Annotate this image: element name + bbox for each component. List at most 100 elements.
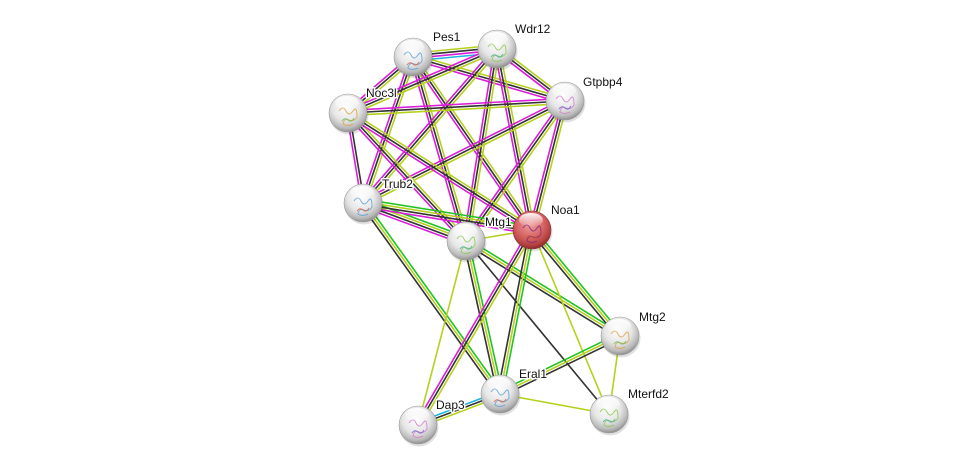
edge-line-textmining: [364, 50, 500, 206]
edge-line-neighborhood: [364, 201, 503, 393]
node-highlight: [405, 408, 429, 422]
node-highlight: [487, 377, 511, 391]
edge-mtg1-mtg2[interactable]: [464, 238, 622, 339]
edge-line-experiments: [360, 46, 496, 202]
edge-line-coexpression: [412, 56, 467, 242]
edge-line-experiments: [347, 97, 565, 112]
edge-line-coexpression: [465, 48, 498, 242]
protein-structure-icon: [459, 245, 473, 250]
edge-line-textmining: [533, 101, 569, 231]
node-highlight: [335, 96, 359, 110]
edge-wdr12-noa1[interactable]: [493, 48, 536, 231]
edge-line-coexpression: [496, 48, 533, 231]
protein-structure-icon: [411, 429, 425, 434]
edge-line-neighborhood: [533, 227, 623, 335]
edge-wdr12-trub2[interactable]: [360, 46, 500, 206]
edge-pes1-noa1[interactable]: [410, 55, 535, 232]
edge-line-coexpression: [496, 229, 531, 394]
protein-structure-icon: [490, 53, 504, 58]
protein-structure-icon: [522, 224, 542, 243]
edge-line-experiments: [409, 57, 465, 242]
edge-mtg1-dap3[interactable]: [417, 240, 467, 426]
node-highlight: [400, 40, 424, 54]
edge-trub2-eral1[interactable]: [360, 201, 503, 396]
edge-gtpbp4-trub2[interactable]: [361, 97, 567, 207]
edge-line-experiments: [415, 228, 531, 425]
node-label-halo: Dap3: [436, 398, 465, 412]
edge-line-experiments: [362, 206, 532, 235]
edge-pes1-trub2[interactable]: [359, 55, 417, 205]
edge-line-textmining: [414, 56, 470, 241]
edge-gtpbp4-noc3l[interactable]: [347, 97, 566, 117]
edge-line-experiments: [410, 58, 531, 232]
node-label: Gtpbp4: [583, 75, 623, 89]
protein-structure-icon: [490, 388, 510, 407]
edge-line-textmining: [499, 335, 621, 395]
protein-structure-icon: [487, 43, 507, 62]
edge-line-coexpression: [529, 231, 619, 339]
edge-line-coexpression: [531, 100, 566, 231]
edge-line-textmining: [363, 200, 533, 230]
edge-noc3l-noa1[interactable]: [346, 110, 534, 233]
edge-eral1-mtg2[interactable]: [498, 332, 622, 398]
edge-noa1-mtg2[interactable]: [529, 227, 623, 339]
edge-pes1-mtg1[interactable]: [409, 56, 470, 242]
edge-line-textmining: [364, 57, 417, 205]
protein-structure-icon: [525, 234, 539, 239]
edge-line-textmining: [417, 240, 467, 426]
edge-line-coexpression: [464, 242, 620, 339]
edge-line-coexpression: [362, 100, 566, 204]
edge-line-coexpression: [417, 229, 533, 426]
node-label: Mterfd2: [628, 387, 669, 401]
node-highlight: [552, 84, 576, 98]
protein-structure-icon: [338, 107, 358, 126]
node-highlight: [607, 319, 631, 333]
node-label: Dap3: [436, 398, 465, 412]
edge-gtpbp4-noa1[interactable]: [528, 100, 569, 231]
edge-line-textmining: [414, 55, 535, 229]
protein-structure-icon: [406, 61, 420, 66]
node-label: Mtg1: [485, 215, 512, 229]
edge-mtg1-mterfd2[interactable]: [465, 240, 610, 415]
node-highlight: [453, 224, 477, 238]
protein-structure-icon: [408, 419, 428, 438]
edge-line-neighborhood: [466, 238, 622, 335]
node-label: Wdr12: [515, 22, 551, 36]
edge-noa1-dap3[interactable]: [415, 228, 535, 427]
protein-structure-icon: [558, 105, 572, 110]
edge-line-experiments: [528, 100, 564, 230]
protein-structure-icon: [613, 340, 627, 345]
node-highlight: [596, 397, 620, 411]
edge-line-experiments: [359, 55, 412, 203]
edge-line-textmining: [465, 240, 621, 337]
edge-line-textmining: [498, 48, 536, 230]
node-label-halo: Mtg2: [639, 310, 666, 324]
protein-structure-icon: [599, 408, 619, 427]
edge-line-coexpression: [362, 48, 498, 204]
protein-structure-icon: [456, 235, 476, 254]
edge-trub2-noa1[interactable]: [362, 198, 533, 235]
edge-line-experiments: [493, 49, 531, 231]
edge-noa1-eral1[interactable]: [496, 229, 536, 395]
edge-noa1-mterfd2[interactable]: [531, 229, 610, 415]
edge-line-textmining: [348, 102, 566, 117]
node-label-halo: Mterfd2: [628, 387, 669, 401]
edge-line-experiments: [412, 58, 565, 105]
edges-layer: [345, 44, 623, 429]
protein-structure-icon: [341, 117, 355, 122]
edge-line-textmining: [531, 229, 610, 415]
node-label: Trub2: [382, 177, 413, 191]
edge-wdr12-noc3l[interactable]: [346, 45, 499, 117]
